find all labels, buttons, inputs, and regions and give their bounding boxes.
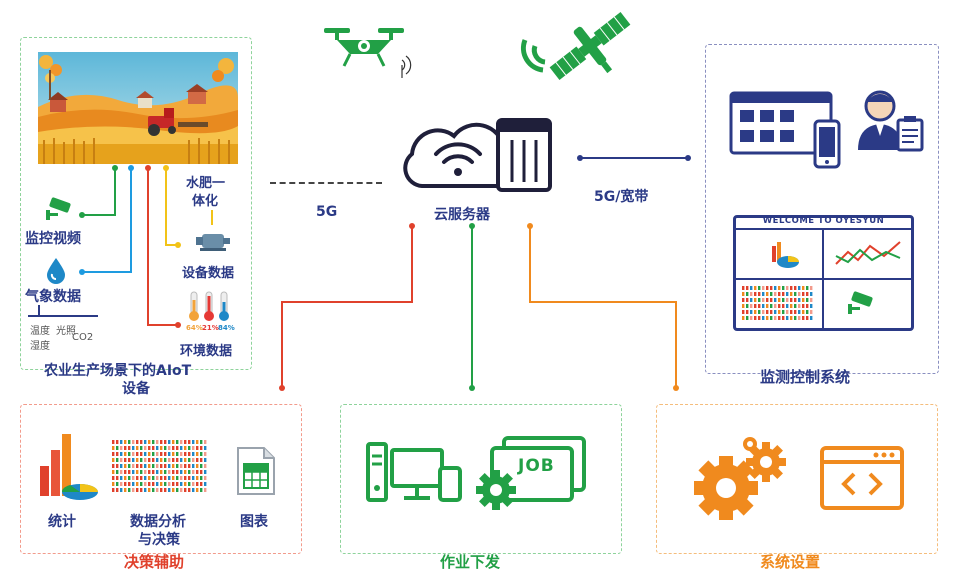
statistics-label: 统计 — [48, 514, 76, 530]
cloud-server-icon — [403, 118, 552, 192]
weather-data-label: 气象数据 — [25, 289, 81, 305]
aiot-title-line2: 设备 — [122, 381, 150, 397]
aiot-devices-panel — [20, 37, 252, 370]
surveillance-camera-icon — [46, 197, 71, 220]
analysis-label-2: 与决策 — [138, 532, 180, 548]
weather-sub-humid: 湿度 — [30, 341, 50, 352]
left-5g-link-line — [270, 182, 382, 184]
water-fert-label-1: 水肥一 — [186, 176, 226, 191]
desktop-devices-icon — [366, 442, 462, 502]
weather-drop-icon — [47, 258, 65, 284]
farm-scene-illustration — [38, 52, 238, 164]
data-analysis-matrix-icon — [112, 440, 207, 492]
drone-icon — [324, 28, 412, 78]
aiot-title-line1: 农业生产场景下的AIoT — [44, 363, 192, 379]
statistics-chart-icon — [40, 434, 98, 500]
welcome-dashboard-hdivider — [736, 278, 911, 280]
dashboard-grid-icon — [729, 91, 833, 155]
env-value-2: 21% — [202, 324, 219, 332]
mini-line-chart-icon — [835, 241, 901, 265]
env-value-1: 64% — [186, 324, 203, 332]
pump-device-icon — [196, 234, 230, 251]
monitor-control-panel — [705, 44, 939, 374]
decision-support-panel — [20, 404, 302, 554]
decision-support-title: 决策辅助 — [124, 553, 185, 571]
monitor-video-label: 监控视频 — [25, 231, 81, 247]
job-gear-icon — [476, 436, 586, 510]
system-settings-title: 系统设置 — [760, 553, 821, 571]
cloud-server-label: 云服务器 — [434, 207, 490, 223]
mini-pie-chart-icon — [772, 242, 799, 268]
charts-label: 图表 — [240, 514, 268, 530]
left-5g-label: 5G — [316, 204, 338, 220]
thermometer-icons — [189, 291, 229, 321]
spreadsheet-icon — [237, 447, 275, 495]
settings-gears-icon — [694, 437, 786, 520]
weather-divider — [38, 305, 40, 315]
mini-camera-icon — [848, 291, 873, 314]
welcome-dashboard-header-line — [736, 228, 911, 230]
monitor-control-title: 监测控制系统 — [760, 368, 851, 386]
env-data-label: 环境数据 — [180, 344, 233, 359]
weather-sub-co2: CO2 — [72, 332, 94, 343]
weather-divider-h — [28, 315, 98, 317]
system-settings-panel — [656, 404, 938, 554]
operator-avatar-icon — [858, 90, 924, 152]
code-window-icon — [820, 446, 904, 510]
mini-heatmap-icon — [742, 286, 813, 320]
satellite-icon — [520, 11, 631, 81]
job-text: JOB — [518, 456, 555, 476]
task-dispatch-title: 作业下发 — [440, 553, 501, 571]
welcome-banner: WELCOME TO OYESYUN — [762, 216, 885, 226]
weather-sub-temp: 温度 — [30, 326, 50, 337]
device-data-label: 设备数据 — [182, 266, 235, 281]
mobile-phone-icon — [813, 119, 841, 169]
task-dispatch-panel — [340, 404, 622, 554]
water-fert-label-2: 体化 — [192, 194, 219, 209]
env-value-3: 84% — [218, 324, 235, 332]
analysis-label-1: 数据分析 — [130, 514, 186, 530]
weather-sub-light: 光照 — [56, 326, 76, 337]
right-5g-broadband-label: 5G/宽带 — [594, 189, 649, 205]
